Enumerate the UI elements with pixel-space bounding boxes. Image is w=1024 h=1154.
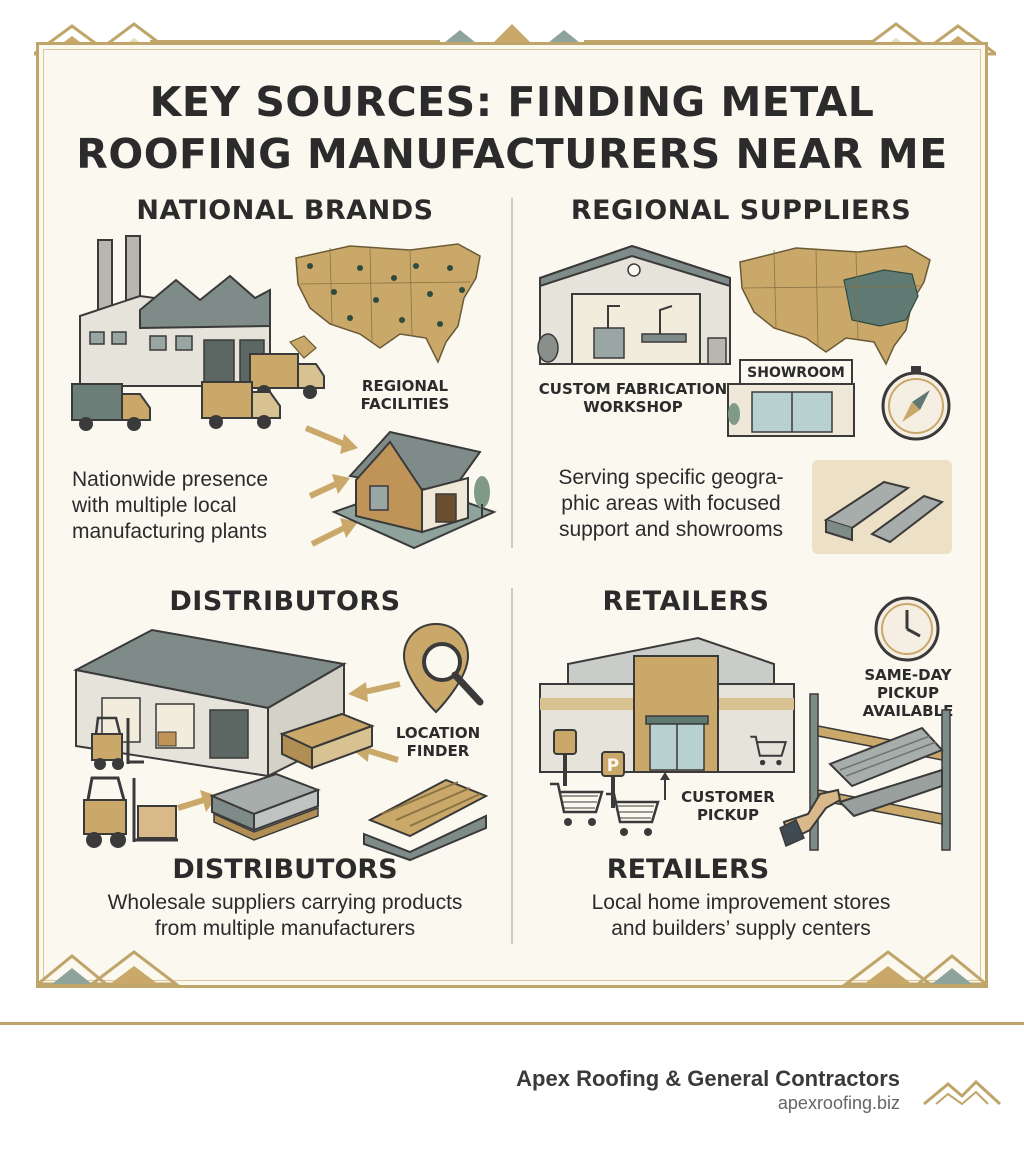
retailers-description: Local home improvement stores and builde… — [591, 891, 891, 940]
title-line-2: ROOFING MANUFACTURERS NEAR ME — [76, 130, 948, 178]
location-finder-label: LOCATION FINDER — [395, 724, 481, 760]
house-icon — [331, 430, 497, 550]
company-logo-mountain-icon — [923, 1079, 1002, 1106]
forklift-icon — [91, 716, 144, 770]
national-brands-description: Nationwide presence with multiple local … — [72, 468, 269, 543]
page-title: KEY SOURCES: FINDING METAL ROOFING MANUF… — [40, 76, 984, 180]
us-map-region-icon — [739, 245, 931, 366]
metal-roofing-panels-icon — [363, 778, 489, 862]
arrow-icon — [304, 425, 358, 547]
top-rule-right — [584, 40, 874, 43]
lumber-stack-icon — [279, 712, 375, 770]
regional-suppliers-heading: REGIONAL SUPPLIERS — [570, 195, 912, 226]
divider-top — [511, 198, 513, 548]
forklift-with-box-icon — [83, 776, 178, 848]
us-map-facilities-icon — [289, 243, 481, 364]
arrow-up-icon — [660, 772, 670, 800]
fabrication-workshop-icon — [537, 244, 731, 365]
shopping-cart-icon — [750, 735, 788, 766]
clock-icon — [874, 596, 940, 662]
metal-sheet-shelf-icon — [779, 693, 951, 851]
footer-rule — [0, 1022, 1024, 1025]
mountain-ornament-bottom-right-icon — [842, 950, 988, 986]
distributors-subheading: DISTRIBUTORS — [172, 854, 398, 885]
mountain-ornament-bottom-left-icon — [38, 950, 181, 986]
parking-sign-icon — [553, 729, 577, 786]
compass-icon — [881, 366, 951, 441]
shopping-cart-icon — [550, 782, 604, 826]
retailers-heading: RETAILERS — [602, 586, 770, 617]
showroom-building-icon — [727, 359, 855, 437]
national-brands-heading: NATIONAL BRANDS — [136, 195, 434, 226]
frame-inner-border — [43, 49, 981, 981]
delivery-truck-icon — [201, 381, 281, 429]
custom-fabrication-workshop-label: CUSTOM FABRICATION WORKSHOP — [538, 380, 728, 416]
showroom-sign-label: SHOWROOM — [747, 365, 845, 381]
top-rule-left — [150, 40, 440, 43]
shopping-cart-icon — [606, 792, 660, 836]
title-line-1: KEY SOURCES: FINDING METAL — [149, 78, 875, 126]
parking-sign-icon: P — [601, 751, 625, 808]
customer-pickup-label: CUSTOMER PICKUP — [681, 788, 775, 824]
metal-sheet-pallet-icon — [209, 772, 321, 841]
delivery-truck-icon — [71, 383, 151, 431]
divider-bottom — [511, 588, 513, 944]
company-name: Apex Roofing & General Contractors — [516, 1066, 900, 1091]
metal-channel-profiles-icon — [812, 460, 952, 554]
warehouse-icon — [73, 628, 347, 778]
svg-text:P: P — [607, 756, 619, 776]
website-link[interactable]: apexroofing.biz — [777, 1093, 900, 1113]
regional-facilities-label: REGIONAL FACILITIES — [360, 377, 450, 413]
same-day-pickup-label: SAME-DAY PICKUP AVAILABLE — [862, 666, 954, 720]
factory-icon — [79, 235, 271, 387]
retailers-subheading: RETAILERS — [606, 854, 770, 885]
distributors-heading: DISTRIBUTORS — [169, 586, 401, 617]
distributors-description: Wholesale suppliers carrying products fr… — [107, 891, 463, 940]
location-finder-pin-icon — [402, 622, 484, 714]
regional-suppliers-description: Serving specific geogra- phic areas with… — [558, 466, 784, 541]
